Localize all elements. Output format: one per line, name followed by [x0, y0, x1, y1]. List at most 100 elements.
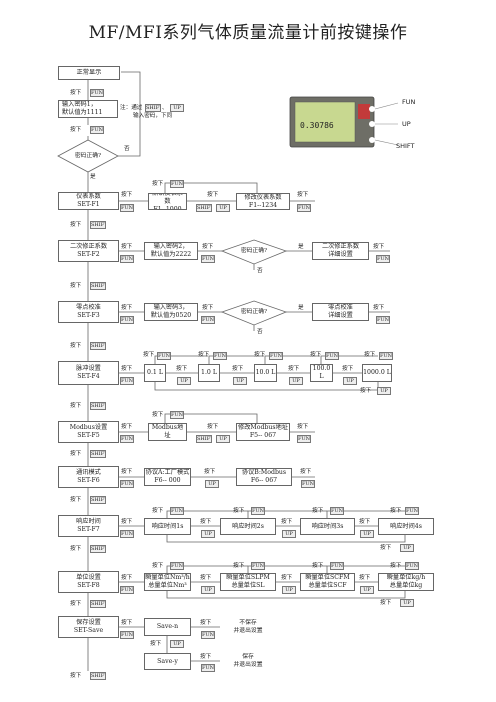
press-label: 按下: [70, 90, 82, 96]
press-label: 按下: [364, 352, 376, 358]
press-label: 按下: [198, 352, 210, 358]
key-fun: FUN: [379, 352, 393, 360]
press-label: 按下: [360, 388, 372, 394]
key-fun: FUN: [120, 377, 134, 385]
press-label: 按下: [233, 563, 245, 569]
press-label: 按下: [342, 366, 354, 372]
protocol-a-box: 协议A:工厂模式 F6-- 000: [144, 468, 191, 486]
enter-password-3-box: 输入密码3， 默认值为0520: [144, 303, 198, 321]
note-prefix: 注：通过: [120, 105, 143, 111]
set-f3-box: 零点校准 SET-F3: [58, 301, 119, 323]
response-3s-box: 响应时间3s: [300, 518, 355, 535]
key-up: UP: [216, 435, 230, 443]
key-fun: FUN: [325, 352, 339, 360]
protocol-b-box: 协议B:Modbus F6-- 067: [236, 468, 292, 486]
key-fun: FUN: [251, 507, 265, 515]
set-f2-box: 二次修正系数 SET-F2: [58, 240, 119, 262]
key-shift: SHIFT: [90, 282, 106, 290]
key-up: UP: [205, 480, 219, 488]
set-f4-box: 脉冲设置 SET-F4: [58, 361, 119, 385]
save-y-box: Save-y: [144, 653, 191, 670]
set-f6-box: 通讯模式 SET-F6: [58, 466, 119, 488]
pulse-1000.0l-box: 1000.0 L: [362, 364, 392, 382]
press-label: 按下: [143, 352, 155, 358]
press-label: 按下: [390, 508, 402, 514]
set-save-box: 保存设置 SET-Save: [58, 616, 119, 638]
edit-modbus-address-box: 修改Modbus地址 F5-- 067: [236, 423, 290, 441]
press-label: 按下: [200, 575, 212, 581]
key-up: UP: [360, 530, 374, 538]
press-label: 按下: [70, 127, 82, 133]
key-fun: FUN: [297, 204, 311, 212]
press-label: 按下: [70, 283, 82, 289]
no-save-exit-text: 不保存 并退出设置: [233, 620, 263, 634]
press-label: 按下: [121, 620, 133, 626]
press-label: 按下: [233, 508, 245, 514]
set-f5-box: Modbus设置 SET-F5: [58, 421, 119, 443]
press-label: 按下: [121, 366, 133, 372]
note-mid: 、: [162, 105, 168, 111]
set-f7-box: 响应时间 SET-F7: [58, 515, 119, 537]
press-label: 按下: [288, 366, 300, 372]
up-button-label: UP: [402, 120, 411, 128]
key-up: UP: [201, 530, 215, 538]
key-shift: SHIFT: [90, 496, 106, 504]
set-f1-box: 仪表系数 SET-F1: [58, 192, 119, 210]
press-label: 按下: [373, 244, 385, 250]
fun-button-label: FUN: [402, 98, 416, 106]
default-coefficient-box: 默认仪表系数 F1--1000: [148, 193, 187, 210]
press-label: 按下: [70, 451, 82, 457]
pulse-0.1l-box: 0.1 L: [144, 364, 166, 382]
press-label: 按下: [152, 412, 164, 418]
press-label: 按下: [121, 244, 133, 250]
key-fun: FUN: [120, 255, 134, 263]
press-label: 按下: [202, 305, 214, 311]
key-fun: FUN: [90, 89, 104, 97]
key-fun: FUN: [90, 126, 104, 134]
press-label: 按下: [380, 545, 392, 551]
key-fun: FUN: [269, 352, 283, 360]
press-label: 按下: [300, 469, 312, 475]
press-label: 按下: [121, 575, 133, 581]
press-label: 按下: [204, 469, 216, 475]
yes-label: 是: [90, 174, 96, 180]
key-up: UP: [343, 377, 357, 385]
press-label: 按下: [281, 519, 293, 525]
press-label: 按下: [176, 366, 188, 372]
key-up: UP: [233, 377, 247, 385]
key-fun: FUN: [201, 664, 215, 672]
enter-password-1-box: 输入密码1， 默认值为1111: [58, 100, 118, 118]
press-label: 按下: [70, 546, 82, 552]
unit-kg-box: 瞬量单位kg/h 总量单位kg: [378, 573, 434, 591]
password-check-3-text: 密码正确?: [240, 309, 268, 315]
key-shift: SHIFT: [90, 450, 106, 458]
key-up: UP: [282, 530, 296, 538]
press-label: 按下: [390, 563, 402, 569]
page-title: MF/MFI系列气体质量流量计前按键操作: [88, 23, 408, 43]
press-label: 按下: [152, 508, 164, 514]
press-label: 按下: [121, 519, 133, 525]
key-up: UP: [360, 586, 374, 594]
key-fun: FUN: [120, 435, 134, 443]
key-up: UP: [400, 599, 414, 607]
key-shift: SHIFT: [90, 342, 106, 350]
press-label: 按下: [121, 192, 133, 198]
key-up: UP: [282, 586, 296, 594]
press-label: 按下: [297, 424, 309, 430]
unit-slpm-box: 瞬量单位SLPM 总量单位SL: [220, 573, 276, 591]
key-fun: FUN: [251, 562, 265, 570]
key-fun: FUN: [301, 480, 315, 488]
key-shift: SHIFT: [90, 402, 106, 410]
key-fun: FUN: [201, 631, 215, 639]
key-fun: FUN: [170, 562, 184, 570]
key-fun: FUN: [330, 562, 344, 570]
key-fun: FUN: [405, 507, 419, 515]
key-fun: FUN: [405, 562, 419, 570]
key-shift: SHIFT: [196, 204, 212, 212]
press-label: 按下: [152, 563, 164, 569]
save-n-box: Save-n: [144, 618, 191, 636]
key-fun: FUN: [120, 631, 134, 639]
password-check-diamond-text: 密码正确?: [74, 153, 102, 159]
press-label: 按下: [312, 563, 324, 569]
